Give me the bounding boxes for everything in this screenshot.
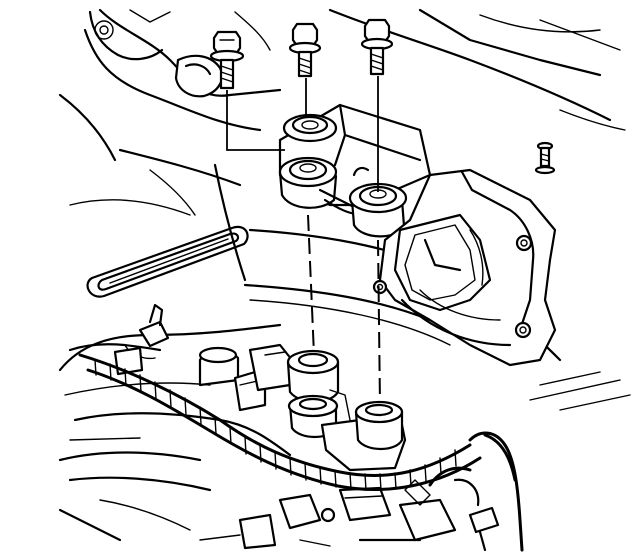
transaxle-housing bbox=[58, 303, 294, 542]
mount-bracket bbox=[278, 103, 432, 238]
mount-face-bolt bbox=[514, 321, 532, 339]
wiring-harness bbox=[78, 353, 524, 552]
flange-bolt-icon bbox=[209, 30, 245, 90]
transmission-mount bbox=[372, 168, 557, 367]
mount-face-bolt bbox=[515, 234, 533, 252]
flange-bolt-icon bbox=[288, 22, 322, 78]
rubber-vent-grommet bbox=[86, 225, 249, 298]
lower-components bbox=[199, 478, 500, 552]
lower-mount-boss bbox=[286, 349, 340, 439]
lower-mount-boss bbox=[320, 389, 407, 472]
alignment-lines bbox=[226, 76, 381, 406]
flange-bolt-icon bbox=[360, 18, 394, 76]
mount-face-bolt bbox=[372, 279, 388, 295]
small-stud-icon bbox=[534, 141, 556, 175]
